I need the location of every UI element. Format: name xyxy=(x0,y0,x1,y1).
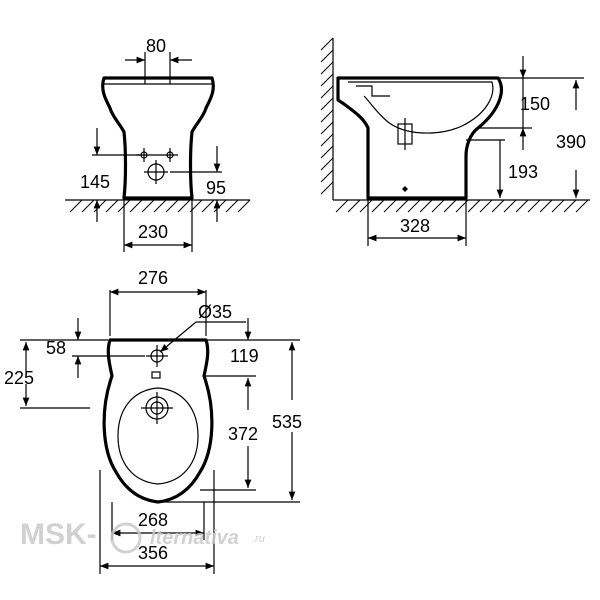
dim-plan-total-length: 535 xyxy=(272,412,302,432)
watermark-logo-icon xyxy=(110,522,142,554)
dim-plan-hole-to-center: 225 xyxy=(4,368,34,388)
dim-front-height-inlet: 145 xyxy=(80,172,110,192)
side-view: 150 390 193 328 xyxy=(320,37,590,246)
dim-plan-bowl-length: 372 xyxy=(228,424,258,444)
dim-plan-hole-back: 119 xyxy=(230,346,259,366)
front-bidet-outline xyxy=(101,76,215,200)
dim-side-base-length: 328 xyxy=(400,216,430,236)
dim-side-total-height: 390 xyxy=(556,132,586,152)
dim-plan-base-width: 268 xyxy=(138,510,168,530)
plan-view: 276 Ø35 58 225 119 372 535 xyxy=(4,268,302,574)
side-floor-hatch xyxy=(335,199,589,213)
dim-front-base-height: 95 xyxy=(206,178,226,198)
dim-front-width-top: 80 xyxy=(146,36,166,56)
dim-plan-overall-width: 356 xyxy=(138,543,168,563)
watermark-tld: .ru xyxy=(252,533,265,545)
side-bidet-outline xyxy=(336,76,503,200)
front-floor-hatch xyxy=(65,199,251,213)
dim-plan-front-offset: 58 xyxy=(46,338,66,358)
front-view: 80 145 95 230 xyxy=(65,36,251,252)
dim-plan-width: 276 xyxy=(138,268,168,288)
plan-bidet-outline xyxy=(102,338,214,504)
watermark: MSK- lternativa .ru xyxy=(20,518,265,554)
dim-plan-hole-diameter: Ø35 xyxy=(198,302,232,322)
dim-front-base-width: 230 xyxy=(138,222,168,242)
dim-side-outlet-height: 193 xyxy=(508,162,538,182)
side-wall-hatch xyxy=(320,37,334,195)
plan-bowl-inner xyxy=(117,387,199,485)
dim-side-top-height: 150 xyxy=(520,94,550,114)
watermark-brand: MSK- xyxy=(20,518,97,551)
watermark-site: lternativa xyxy=(150,527,239,549)
